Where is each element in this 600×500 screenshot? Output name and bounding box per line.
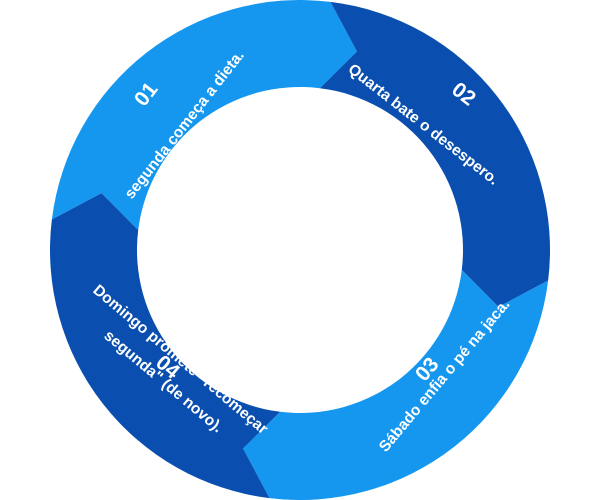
segment-01-shape <box>51 0 357 231</box>
segment-02-shape <box>319 1 551 307</box>
segment-03-shape <box>243 269 549 500</box>
segment-04-shape <box>49 193 281 499</box>
segment-shapes <box>49 0 551 500</box>
